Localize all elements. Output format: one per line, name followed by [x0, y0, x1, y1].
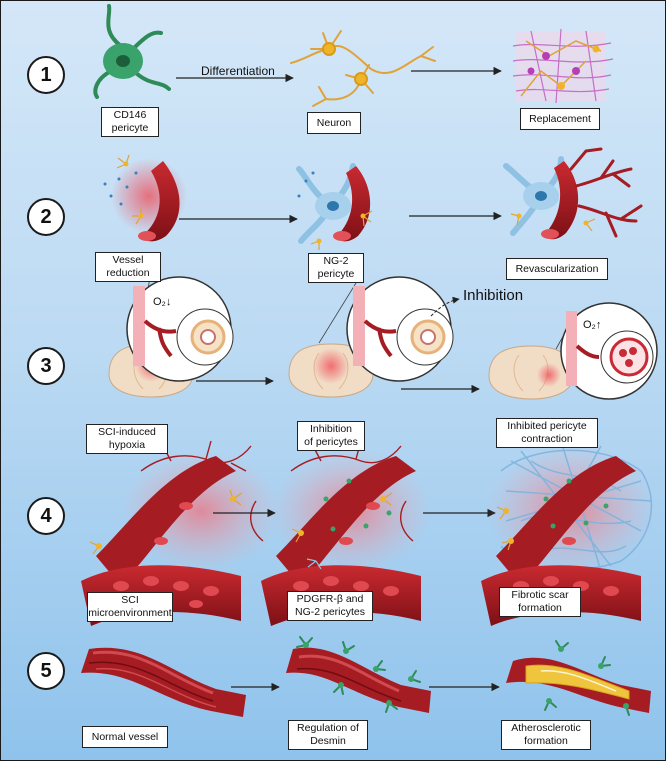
ng2-pericyte-illustration [296, 163, 373, 250]
inhibited-contraction-illustration [488, 302, 658, 400]
o2-increase-text: O₂↑ [583, 319, 601, 331]
label-atherosclerotic-formation: Atherosclerotic formation [501, 720, 591, 750]
label-replacement: Replacement [520, 108, 600, 130]
label-fibrotic-scar: Fibrotic scar formation [499, 587, 581, 617]
step-number-3: 3 [27, 347, 65, 385]
differentiation-arrow-label: Differentiation [201, 64, 275, 78]
label-regulation-of-desmin: Regulation of Desmin [288, 720, 368, 750]
label-inhibited-contraction: Inhibited pericyte contraction [496, 418, 598, 448]
neuron-illustration [290, 30, 436, 107]
fibrotic-scar-illustration [481, 440, 656, 626]
inhibition-arrow-label: Inhibition [463, 287, 524, 304]
revascularization-illustration [503, 147, 643, 240]
label-normal-vessel: Normal vessel [82, 726, 168, 748]
o2-decrease-text: O₂↓ [153, 296, 171, 308]
label-inhibition-of-pericytes: Inhibition of pericytes [297, 421, 365, 451]
label-revascularization: Revascularization [506, 258, 608, 280]
label-neuron: Neuron [307, 112, 361, 134]
hypoxia-illustration [108, 270, 234, 398]
step-number-5: 5 [27, 652, 65, 690]
label-cd146-pericyte: CD146 pericyte [101, 107, 159, 137]
pdgfr-ng2-illustration [261, 440, 431, 626]
replacement-illustration [512, 28, 614, 104]
cd146-pericyte-illustration [93, 4, 171, 99]
step-number-1: 1 [27, 56, 65, 94]
normal-vessel-illustration [81, 647, 246, 717]
vessel-reduction-illustration [103, 154, 187, 242]
sci-microenvironment-illustration [81, 440, 281, 626]
label-sci-hypoxia: SCI-induced hypoxia [86, 424, 168, 454]
label-pdgfr-ng2: PDGFR-β and NG-2 pericytes [287, 591, 373, 621]
label-vessel-reduction: Vessel reduction [95, 252, 161, 282]
inhibition-of-pericytes-illustration [288, 276, 460, 398]
step-number-2: 2 [27, 198, 65, 236]
atherosclerotic-illustration [506, 640, 651, 716]
label-sci-microenvironment: SCI microenvironment [87, 592, 173, 622]
step-number-4: 4 [27, 497, 65, 535]
label-ng2-pericyte: NG-2 pericyte [308, 253, 364, 283]
desmin-regulation-illustration [286, 636, 431, 713]
